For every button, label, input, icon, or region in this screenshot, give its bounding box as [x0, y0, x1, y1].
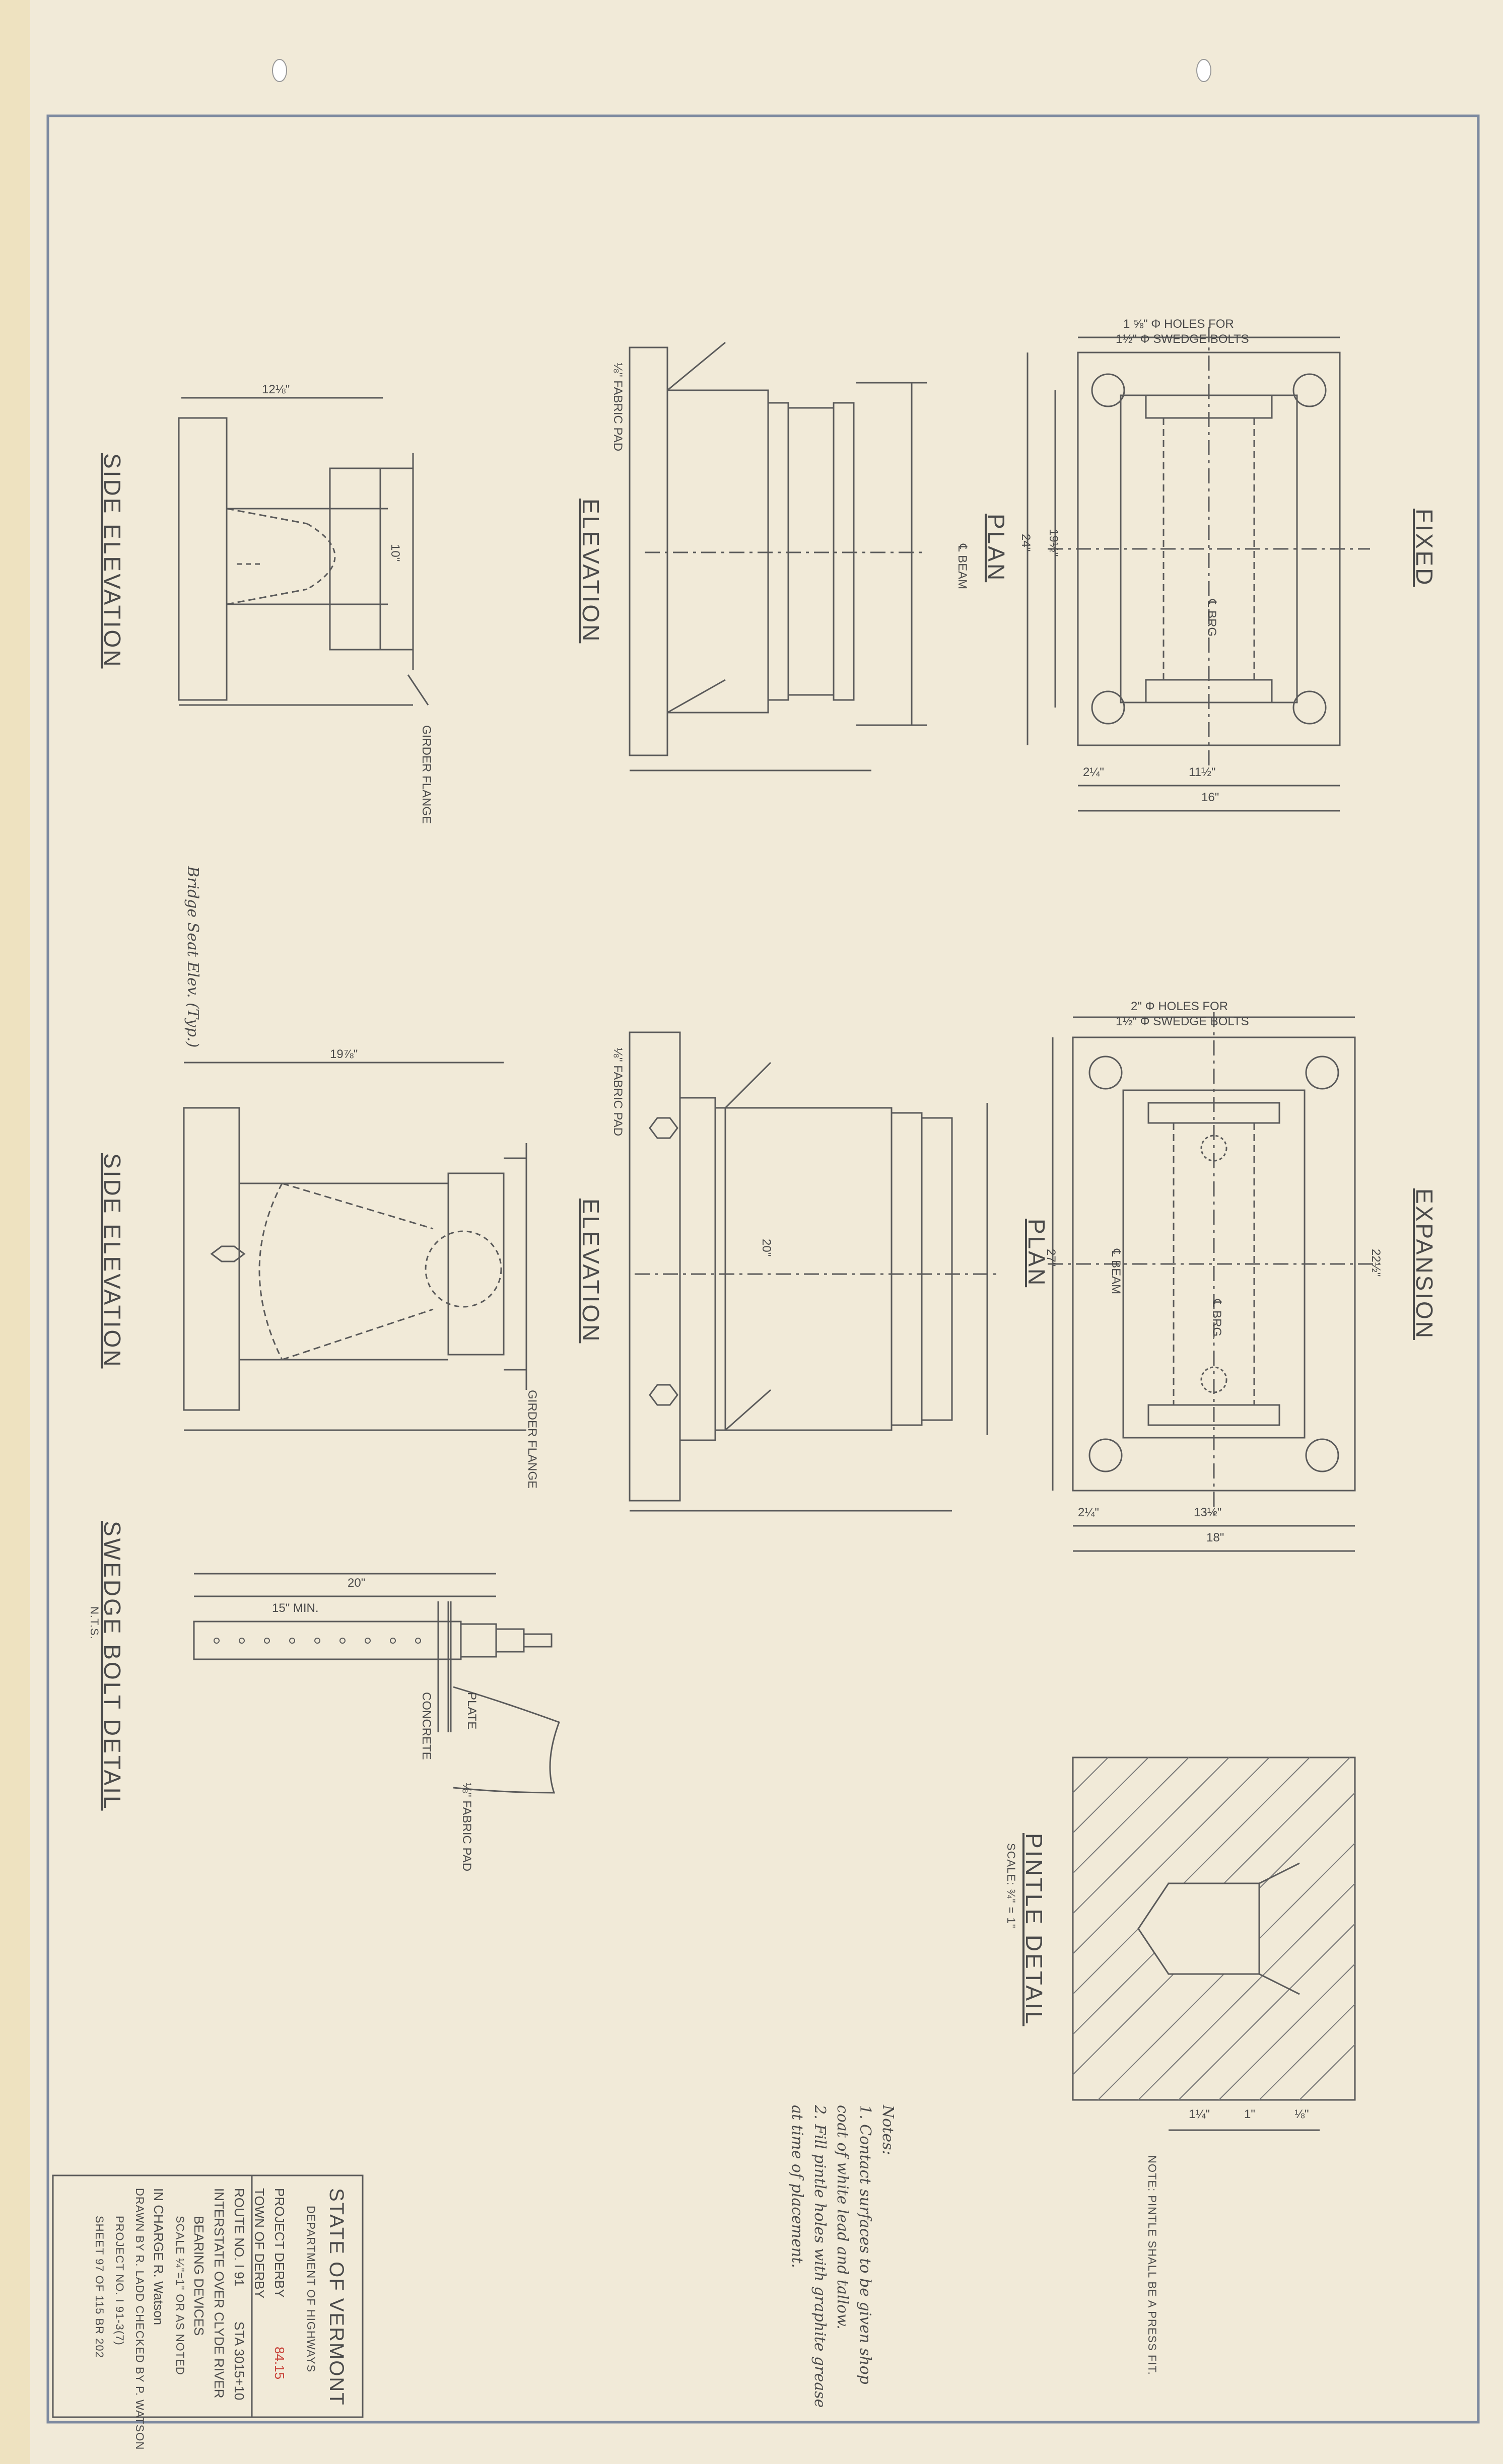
fixed-holes-note-2: 1½" Φ SWEDGE BOLTS	[1116, 332, 1249, 346]
punch-hole	[1196, 59, 1211, 82]
fixed-dim-plan-height: 24"	[1019, 534, 1033, 552]
tb-route: ROUTE NO. I 91	[232, 2188, 247, 2287]
swedge-bolt-plate: PLATE	[465, 1692, 479, 1730]
notes-heading: Notes:	[879, 2105, 897, 2155]
swedge-bolt-title: SWEDGE BOLT DETAIL	[99, 1521, 125, 1811]
pintle-dim-3: ⅛"	[1294, 2107, 1309, 2121]
tb-sheet: SHEET 97 OF 115 BR 202	[93, 2216, 106, 2358]
expansion-elevation-drawing	[630, 1032, 997, 1511]
expansion-dim-plan-inner-w: 13½"	[1194, 1506, 1222, 1519]
fixed-holes-note-1: 1 ⅝" Φ HOLES FOR	[1123, 317, 1234, 331]
expansion-elevation-title: ELEVATION	[578, 1199, 604, 1344]
notes-line-2: coat of white lead and tallow.	[834, 2105, 851, 2330]
swedge-bolt-scale: N.T.S.	[88, 1606, 101, 1640]
fixed-elevation-title: ELEVATION	[578, 499, 604, 644]
expansion-bridge-seat: Bridge Seat Elev. (Typ.)	[184, 866, 201, 1048]
fixed-brg-cl: ℄ BRG.	[1205, 599, 1218, 640]
fixed-plan-drawing	[1028, 327, 1370, 811]
expansion-dim-plan-width: 18"	[1206, 1531, 1224, 1544]
expansion-dim-plan-inner: 22½"	[1369, 1249, 1383, 1277]
swedge-bolt-concrete: CONCRETE	[420, 1692, 433, 1760]
expansion-dim-plan-edge: 2¼"	[1078, 1506, 1099, 1519]
fixed-dim-plan-inner-w: 11½"	[1189, 765, 1216, 779]
swedge-bolt-len-total: 20"	[348, 1576, 366, 1590]
sheet-border	[48, 116, 1478, 2422]
expansion-holes-note-2: 1½" Φ SWEDGE BOLTS	[1116, 1015, 1249, 1028]
tb-scale: SCALE ¼"=1" OR AS NOTED	[174, 2216, 186, 2375]
fixed-elevation-drawing	[630, 342, 927, 770]
notes-line-4: at time of placement.	[788, 2105, 806, 2268]
expansion-fabric-pad: ⅛" FABRIC PAD	[611, 1047, 625, 1137]
pintle-dim-2: 1"	[1244, 2107, 1255, 2121]
swedge-bolt-drawing	[194, 1574, 559, 1793]
tb-dept: DEPARTMENT OF HIGHWAYS	[305, 2206, 317, 2373]
expansion-dim-elev-height: 20"	[760, 1239, 773, 1257]
expansion-girder-flange: GIRDER FLANGE	[525, 1390, 539, 1489]
swedge-bolt-fabric-pad: ⅛" FABRIC PAD	[460, 1783, 473, 1872]
pintle-scale: SCALE: ¾" = 1"	[1005, 1843, 1017, 1929]
expansion-plan-drawing	[1048, 1012, 1380, 1551]
tb-subject: BEARING DEVICES	[191, 2216, 207, 2336]
expansion-dim-side-width: 19⅞"	[330, 1047, 358, 1061]
tb-in-charge: IN CHARGE R. Watson	[151, 2188, 166, 2326]
fixed-side-elevation-drawing	[179, 398, 428, 705]
notes-line-1: 1. Contact surfaces to be given shop	[856, 2105, 874, 2384]
tb-crossing: INTERSTATE OVER CLYDE RIVER	[212, 2188, 227, 2399]
fixed-dim-plan-inner: 19½"	[1047, 529, 1060, 557]
pintle-drawing	[1073, 1757, 1355, 2130]
fixed-dim-plan-edge: 2¼"	[1083, 765, 1104, 779]
expansion-title: EXPANSION	[1411, 1188, 1438, 1340]
fixed-dim-plan-width: 16"	[1201, 791, 1219, 804]
fixed-side-elevation-title: SIDE ELEVATION	[99, 453, 125, 669]
expansion-side-elevation-drawing	[184, 1063, 526, 1430]
fixed-plan-title: PLAN	[983, 514, 1009, 583]
fixed-title: FIXED	[1411, 509, 1438, 587]
expansion-side-elevation-title: SIDE ELEVATION	[99, 1153, 125, 1369]
tb-sta: STA 3015+10	[232, 2321, 247, 2401]
pintle-dim-1: 1¼"	[1189, 2107, 1210, 2121]
tb-state: STATE OF VERMONT	[325, 2188, 348, 2406]
fixed-dim-side-width: 12⅛"	[262, 383, 290, 396]
tb-project-no: PROJECT NO. I 91-3(7)	[113, 2216, 126, 2346]
tb-project: PROJECT DERBY	[272, 2188, 287, 2298]
swedge-bolt-len-min: 15" MIN.	[272, 1601, 319, 1615]
expansion-dim-plan-height: 27"	[1044, 1249, 1058, 1267]
tb-town: TOWN OF DERBY	[252, 2188, 267, 2299]
fixed-fabric-pad: ⅛" FABRIC PAD	[611, 363, 625, 452]
tb-drawn: DRAWN BY R. LADD CHECKED BY P. WATSON	[133, 2188, 146, 2450]
tb-project-no-red: 84.15	[272, 2347, 287, 2380]
punch-hole	[272, 59, 287, 82]
expansion-brg-cl: ℄ BRG.	[1210, 1299, 1223, 1340]
fixed-beam-cl: ℄ BEAM	[955, 544, 969, 590]
notes-line-3: 2. Fill pintle holes with graphite greas…	[811, 2105, 829, 2408]
expansion-beam-cl: ℄ BEAM	[1109, 1249, 1123, 1295]
pintle-note: NOTE: PINTLE SHALL BE A PRESS FIT.	[1146, 2155, 1158, 2375]
fixed-girder-flange: GIRDER FLANGE	[420, 725, 433, 824]
pintle-title: PINTLE DETAIL	[1021, 1833, 1047, 2026]
expansion-holes-note-1: 2" Φ HOLES FOR	[1131, 1000, 1228, 1013]
fixed-dim-side-height: 10"	[388, 544, 402, 562]
title-block-frame	[53, 2175, 363, 2417]
